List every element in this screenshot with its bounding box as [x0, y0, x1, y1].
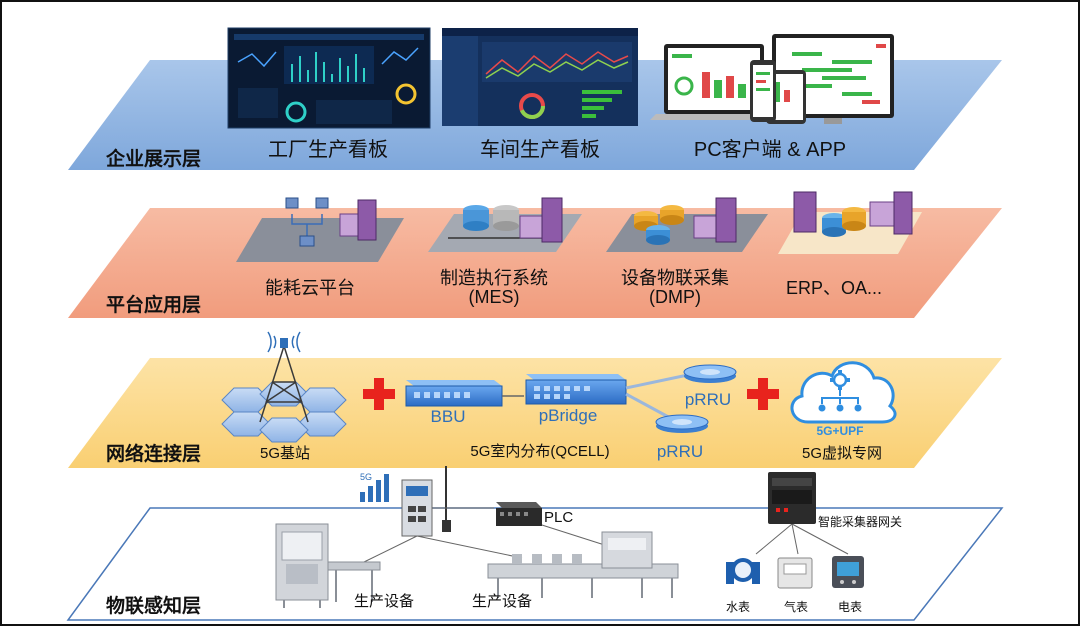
- gas-meter-icon: [777, 557, 813, 589]
- energy-cloud-illustration: [236, 197, 404, 262]
- network-layer-band: [68, 358, 1002, 468]
- network-layer-title: 网络连接层: [106, 444, 202, 465]
- dmp-label-line1: 设备物联采集: [621, 268, 729, 288]
- prru-top-label: pRRU: [684, 390, 732, 409]
- dmp-illustration: [606, 197, 768, 252]
- prru-top-device: [683, 364, 737, 383]
- gas-meter-label: 气表: [783, 600, 809, 614]
- prru-bottom-device: [655, 414, 709, 433]
- plus-sign-right: [747, 378, 779, 410]
- private-network-label: 5G虚拟专网: [801, 445, 883, 462]
- workshop-dashboard-screen: [442, 28, 638, 126]
- production-equipment-left: [275, 523, 381, 608]
- bbu-label: BBU: [430, 407, 466, 426]
- smart-collector-gateway: [768, 472, 816, 524]
- pc-app-label: PC客户端 & APP: [693, 139, 847, 161]
- workshop-board-label: 车间生产看板: [480, 139, 600, 161]
- signal-bars-icon: [360, 474, 389, 502]
- 5g-gateway-device: [401, 466, 451, 537]
- factory-dashboard-screen: [227, 27, 431, 129]
- mes-illustration: [428, 197, 582, 252]
- plc-label: PLC: [544, 509, 574, 526]
- upf-cloud-icon: [790, 361, 897, 424]
- factory-board-label: 工厂生产看板: [268, 139, 388, 161]
- base-station-label: 5G基站: [259, 445, 311, 462]
- water-meter-icon: [726, 558, 760, 584]
- qcell-label: 5G室内分布(QCELL): [470, 443, 610, 460]
- electric-meter-icon: [832, 556, 864, 588]
- pc-and-app-devices: [650, 34, 894, 124]
- gateway-label: 智能采集器网关: [818, 515, 903, 529]
- enterprise-layer-title: 企业展示层: [106, 149, 202, 170]
- equipment-left-label: 生产设备: [353, 593, 415, 610]
- electric-meter-label: 电表: [837, 600, 863, 614]
- signal-label: 5G: [359, 472, 373, 482]
- erp-illustration: [778, 191, 922, 254]
- pbridge-label: pBridge: [538, 406, 598, 425]
- plus-sign-left: [363, 378, 395, 410]
- platform-layer-title: 平台应用层: [106, 295, 202, 316]
- bbu-device: [405, 380, 503, 407]
- iot-layer-title: 物联感知层: [106, 596, 202, 617]
- pbridge-device: [525, 374, 627, 405]
- plc-device: [496, 502, 542, 526]
- erp-label: ERP、OA...: [785, 278, 883, 298]
- prru-bottom-label: pRRU: [656, 442, 704, 461]
- mes-label-line2: (MES): [468, 287, 520, 307]
- upf-label: 5G+UPF: [816, 424, 864, 438]
- energy-cloud-label: 能耗云平台: [265, 278, 355, 298]
- equipment-right-label: 生产设备: [471, 593, 533, 610]
- mes-label-line1: 制造执行系统: [440, 268, 548, 288]
- production-equipment-right: [487, 531, 679, 598]
- water-meter-label: 水表: [725, 600, 751, 614]
- 5g-base-station: [221, 331, 347, 443]
- dmp-label-line2: (DMP): [649, 287, 701, 307]
